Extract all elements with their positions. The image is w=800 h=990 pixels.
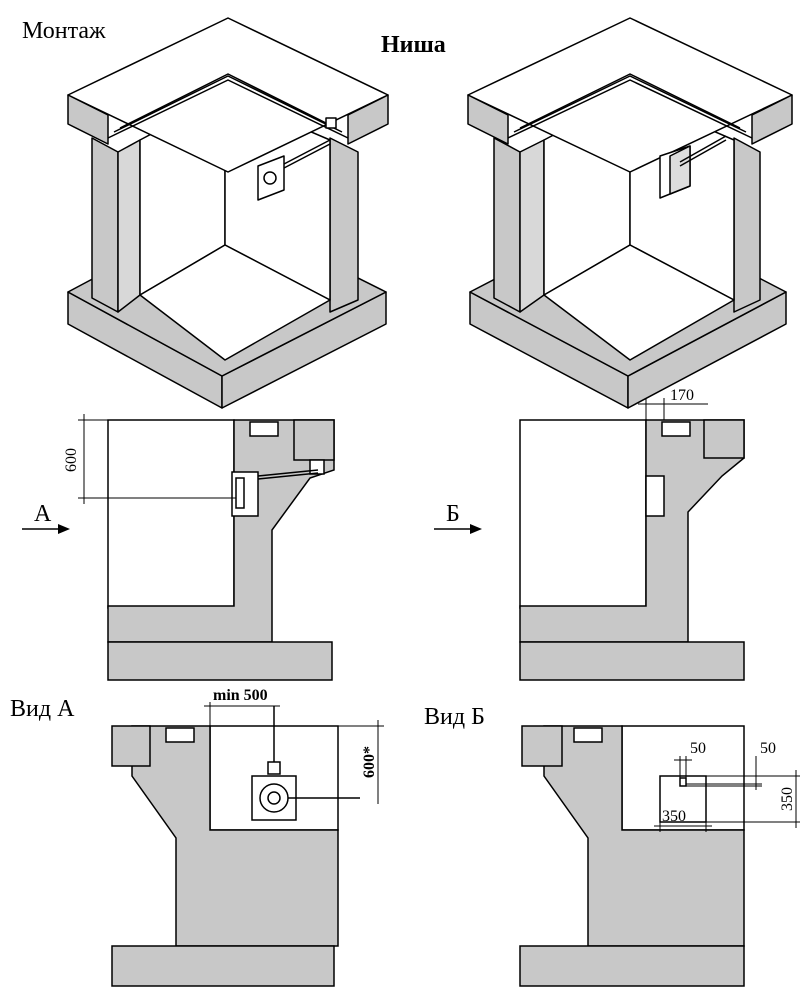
dim-min500-label: min 500 [213,687,268,704]
montage-title: Монтаж [22,18,106,44]
dim-170-label: 170 [670,387,694,404]
dim-view-b [654,756,800,832]
arrow-a [22,524,70,534]
dim-600-a [78,414,236,504]
iso-view-niche [467,17,793,409]
section-a [107,419,335,681]
arrow-b [434,524,482,534]
niche-title: Ниша [381,32,446,58]
dim-600-star-label: 600* [361,746,378,778]
view-b-title: Вид Б [424,704,485,730]
view-a-title: Вид А [10,696,75,722]
dim-350-height-label: 350 [779,787,796,811]
dim-600-star [338,720,384,804]
arrow-a-label: А [34,501,52,527]
arrow-b-label: Б [446,501,460,527]
dim-170 [638,398,708,420]
dim-50-a-label: 50 [690,740,706,757]
dim-600-label: 600 [63,448,80,472]
dim-min500 [204,702,280,726]
view-b [519,725,745,987]
view-a [111,706,360,987]
dim-50-b-label: 50 [760,740,776,757]
iso-view-montage [67,17,389,409]
dim-350-width-label: 350 [662,808,686,825]
section-b [519,419,745,681]
